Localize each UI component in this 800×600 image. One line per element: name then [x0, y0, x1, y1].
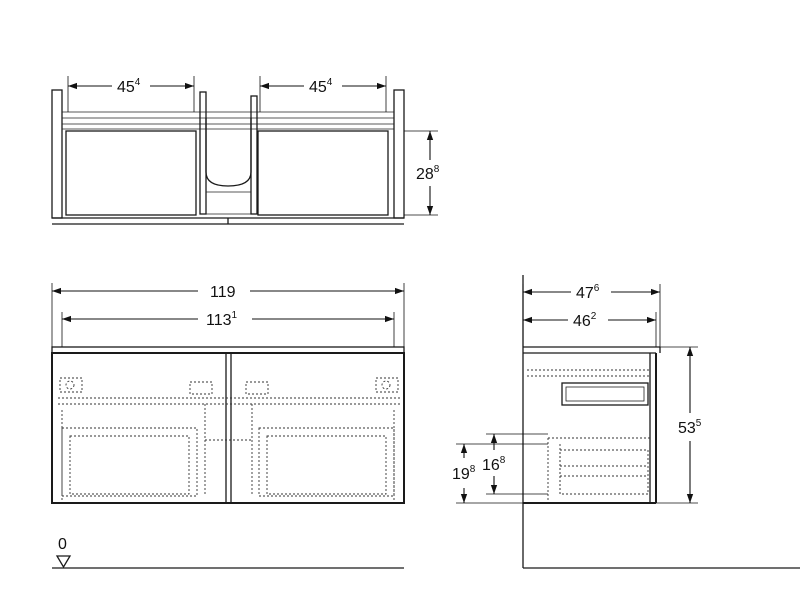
side-height-label: 535 [678, 418, 702, 437]
side-overall-depth-label: 476 [576, 283, 600, 302]
top-right-drawer [257, 130, 389, 216]
side-drawer-inner-height-label: 168 [482, 455, 506, 474]
floor-level-label: 0 [58, 536, 67, 553]
top-right-width-label: 454 [309, 77, 333, 96]
top-left-drawer [65, 130, 197, 216]
top-depth-label: 288 [416, 164, 440, 183]
front-view: 119 1131 0 [51, 283, 405, 569]
top-left-width-label: 454 [117, 77, 141, 96]
side-upper-drawer [561, 382, 649, 406]
side-view: 476 462 535 198 168 [452, 275, 800, 569]
side-drawer-outer-height-label: 198 [452, 464, 476, 483]
top-left-post [51, 89, 63, 219]
front-overall-width-label: 119 [210, 284, 236, 301]
siphon-cutout [205, 118, 252, 187]
cabinet-body [51, 352, 405, 504]
top-right-post [393, 89, 405, 219]
front-inner-width-label: 1131 [206, 310, 238, 329]
top-view: 454 454 288 [51, 76, 440, 225]
floor-level-marker [55, 555, 72, 569]
side-body-depth-label: 462 [573, 311, 597, 330]
